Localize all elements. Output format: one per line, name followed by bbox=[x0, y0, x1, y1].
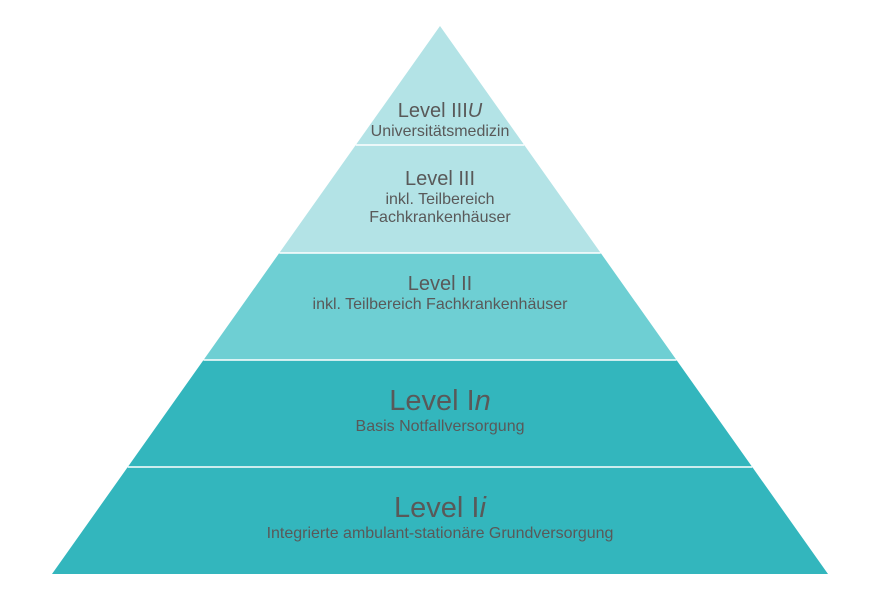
tier-label-level-2: Level II inkl. Teilbereich Fachkrankenhä… bbox=[0, 273, 880, 314]
tier-subtitle: Universitätsmedizin bbox=[370, 123, 510, 140]
tier-title: Level Ii bbox=[394, 492, 486, 524]
tier-title: Level In bbox=[389, 385, 491, 417]
tier-label-level-1i: Level Ii Integrierte ambulant-stationäre… bbox=[0, 492, 880, 544]
tier-subtitle: inkl. Teilbereich Fachkrankenhäuser bbox=[369, 191, 511, 227]
tier-subtitle: Integrierte ambulant-stationäre Grundver… bbox=[266, 525, 614, 543]
pyramid-tier-level-3 bbox=[279, 145, 601, 253]
tier-title: Level II bbox=[407, 273, 473, 295]
tier-label-level-3u: Level IIIU Universitätsmedizin bbox=[0, 100, 880, 141]
pyramid-tier-level-1n bbox=[127, 360, 753, 467]
tier-label-level-1n: Level In Basis Notfallversorgung bbox=[0, 385, 880, 437]
tier-subtitle: Basis Notfallversorgung bbox=[355, 418, 525, 436]
pyramid-tier-level-1i bbox=[52, 467, 828, 574]
tier-title: Level IIIU bbox=[397, 100, 483, 122]
tier-label-level-3: Level III inkl. Teilbereich Fachkrankenh… bbox=[0, 168, 880, 228]
tier-title: Level III bbox=[404, 168, 476, 190]
tier-subtitle: inkl. Teilbereich Fachkrankenhäuser bbox=[312, 296, 568, 313]
pyramid-tier-level-2 bbox=[203, 253, 677, 360]
pyramid-tier-level-3u bbox=[355, 26, 525, 145]
